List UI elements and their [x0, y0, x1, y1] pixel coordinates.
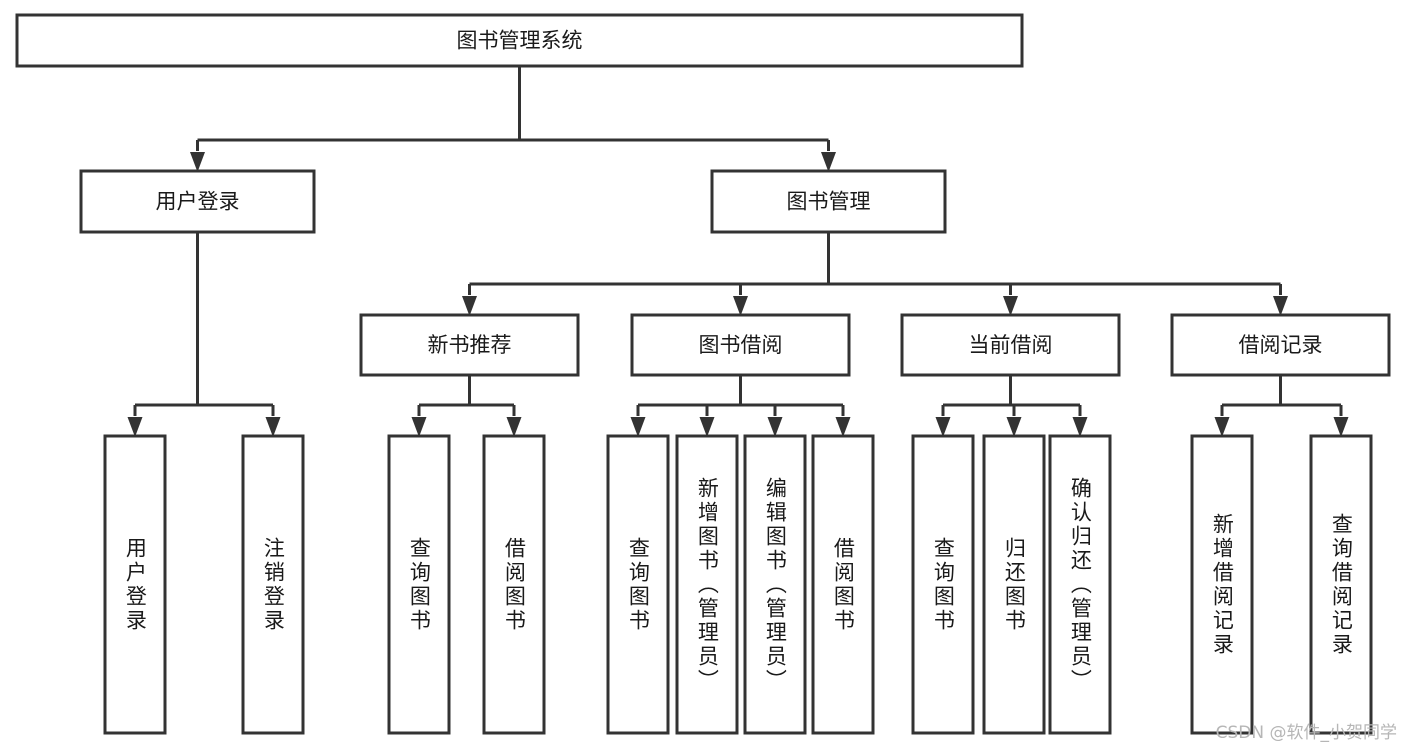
arrow-head-icon [190, 152, 205, 172]
arrow-head-icon [1333, 417, 1349, 437]
node-box-borrow-record[interactable] [1170, 313, 1391, 377]
arrow-head-icon [1214, 417, 1230, 437]
node-box-leaf-query-book-rec[interactable] [387, 434, 451, 735]
arrow-head-icon [733, 296, 748, 316]
node-label-user-login: 用户登录 [156, 190, 240, 214]
arrow-head-icon [1273, 296, 1288, 316]
arrow-head-icon [1006, 417, 1022, 437]
node-label-root: 图书管理系统 [457, 29, 583, 53]
arrow-head-icon [265, 417, 281, 437]
node-box-book-manage[interactable] [710, 169, 947, 234]
node-box-leaf-confirm-return[interactable] [1048, 434, 1112, 735]
node-box-book-borrow[interactable] [630, 313, 851, 377]
arrow-head-icon [1072, 417, 1088, 437]
node-box-leaf-return-book[interactable] [982, 434, 1046, 735]
node-box-leaf-user-login[interactable] [103, 434, 167, 735]
boxes-layer [15, 13, 1391, 735]
node-box-leaf-add-book[interactable] [675, 434, 739, 735]
node-label-book-borrow: 图书借阅 [699, 333, 783, 357]
node-box-root[interactable] [15, 13, 1024, 68]
arrow-head-icon [935, 417, 951, 437]
node-box-leaf-borrow-book-rec[interactable] [482, 434, 546, 735]
arrow-head-icon [462, 296, 477, 316]
arrow-head-icon [767, 417, 783, 437]
arrow-head-icon [630, 417, 646, 437]
arrow-head-icon [1003, 296, 1018, 316]
arrow-head-icon [835, 417, 851, 437]
node-box-leaf-user-logout[interactable] [241, 434, 305, 735]
node-box-leaf-query-book-borrow[interactable] [606, 434, 670, 735]
node-box-current-borrow[interactable] [900, 313, 1121, 377]
node-label-book-manage: 图书管理 [787, 190, 871, 214]
node-box-leaf-edit-book[interactable] [743, 434, 807, 735]
arrow-head-icon [821, 152, 836, 172]
node-label-current-borrow: 当前借阅 [969, 333, 1053, 357]
node-box-new-book-recommend[interactable] [359, 313, 580, 377]
node-box-leaf-borrow-book[interactable] [811, 434, 875, 735]
node-box-leaf-query-book-cur[interactable] [911, 434, 975, 735]
node-box-leaf-add-record[interactable] [1190, 434, 1254, 735]
arrow-head-icon [411, 417, 427, 437]
watermark-text: CSDN @软件_小贺同学 [1215, 723, 1397, 743]
arrow-head-icon [699, 417, 715, 437]
arrow-head-icon [127, 417, 143, 437]
node-box-leaf-query-record[interactable] [1309, 434, 1373, 735]
arrow-head-icon [506, 417, 522, 437]
connectors-layer [127, 66, 1349, 437]
node-label-new-book-recommend: 新书推荐 [428, 333, 512, 357]
node-label-borrow-record: 借阅记录 [1239, 333, 1323, 357]
node-box-user-login[interactable] [79, 169, 316, 234]
